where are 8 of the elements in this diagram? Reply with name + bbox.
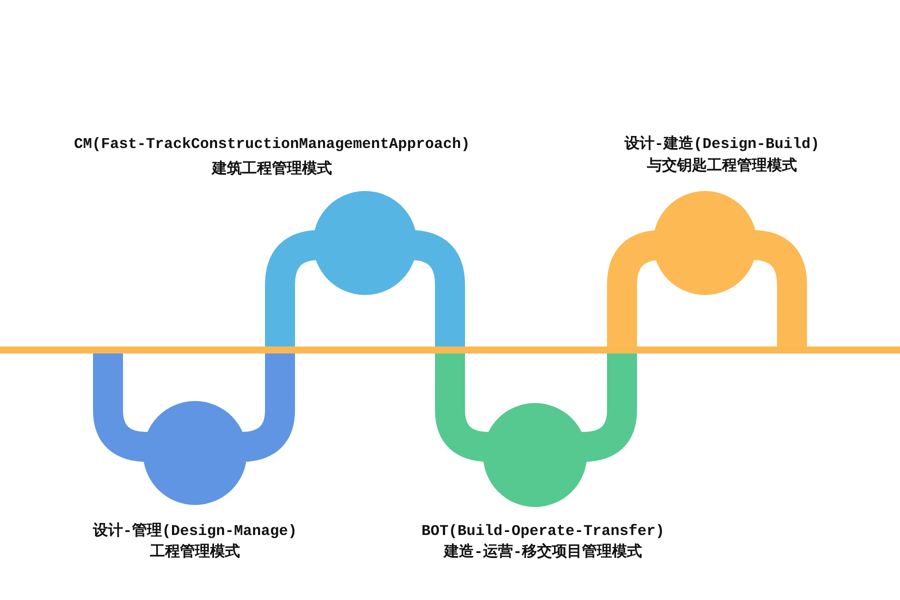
caption-text: CM(Fast-TrackConstructionManagementApproach) [74, 136, 470, 153]
caption-text: 设计-建造(Design-Build) [624, 136, 820, 153]
caption-text: 建筑工程管理模式 [212, 161, 332, 178]
caption-text: BOT(Build-Operate-Transfer) [421, 523, 665, 540]
caption-text: 建造-运营-移交项目管理模式 [444, 544, 642, 561]
caption-text: 设计-管理(Design-Manage) [92, 523, 298, 540]
caption-text: 与交钥匙工程管理模式 [647, 158, 797, 175]
caption-text: 工程管理模式 [150, 544, 240, 561]
